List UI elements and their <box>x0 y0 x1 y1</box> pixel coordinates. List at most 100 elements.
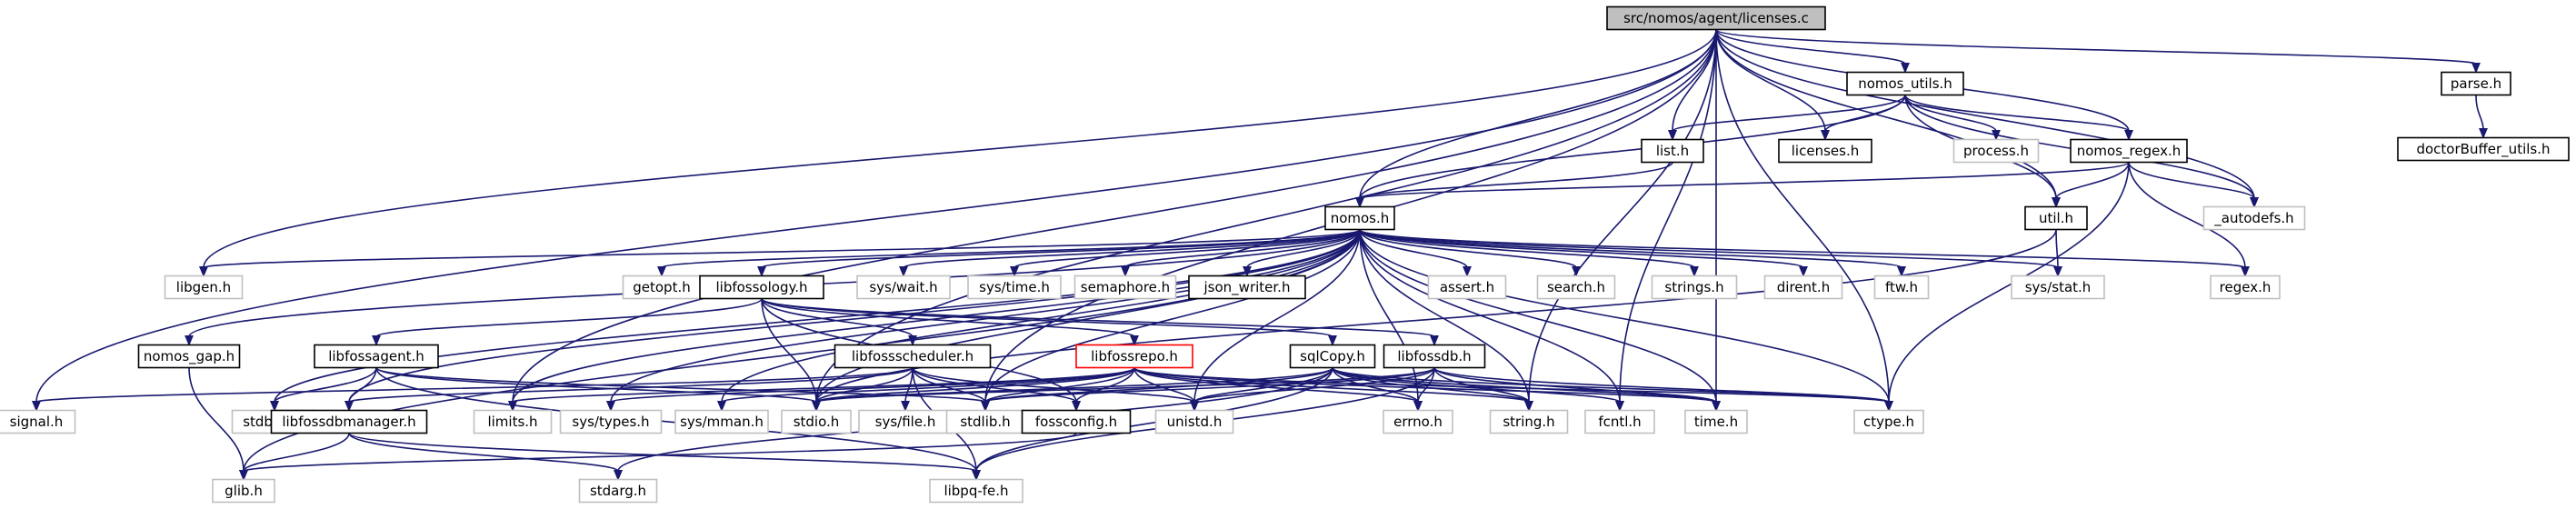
edge-libfossdb_h-to-ctype_h <box>1433 366 1890 404</box>
node-label: util.h <box>2039 210 2073 226</box>
node-label: licenses.h <box>1792 143 1859 159</box>
node-label: process.h <box>1963 143 2029 159</box>
edge-nomos_h-to-errno_h <box>1359 229 1419 403</box>
node-box <box>314 344 439 369</box>
node-label: sys/time.h <box>979 279 1050 295</box>
node-box <box>622 274 702 300</box>
edge-libfossscheduler_h-to-sys_file_h-arrowhead <box>901 401 910 412</box>
edge-fossconfig_h-to-glib_h-arrowhead <box>239 470 248 481</box>
edge-libfossdbmanager_h-to-glib_h <box>243 433 350 472</box>
node-libfossscheduler-h[interactable]: libfossscheduler.h <box>834 344 992 369</box>
edge-libfossrepo_h-to-errno_h <box>1133 366 1419 404</box>
edge-libfossdb_h-to-time_h-arrowhead <box>1712 401 1721 412</box>
edge-nomos_h-to-dirent_h <box>1359 228 1804 269</box>
edge-nomos_h-to-unistd_h <box>1193 229 1361 403</box>
edge-nomos_h-to-semaphore_h-arrowhead <box>1121 266 1130 277</box>
node-box <box>856 274 951 300</box>
edge-nomos_regex_h-to-autodefs_h <box>2128 162 2255 199</box>
edge-nomos_h-to-search_h-arrowhead <box>1572 266 1581 277</box>
edge-nomos_h-to-assert_h <box>1359 229 1468 268</box>
edge-nomos_h-to-ftw_h-arrowhead <box>1897 266 1906 277</box>
node-nomos-regex-h[interactable]: nomos_regex.h <box>2070 138 2188 164</box>
node-parse-h[interactable]: parse.h <box>2441 71 2511 96</box>
edge-licenses_c-to-libgen_h <box>203 29 1717 268</box>
node-libfossology-h[interactable]: libfossology.h <box>699 274 824 300</box>
edge-libfossagent_h-to-stdbool_h-arrowhead <box>270 401 279 412</box>
node-libfossdb-h[interactable]: libfossdb.h <box>1383 344 1486 369</box>
node-box <box>0 409 76 434</box>
node-box <box>834 344 992 369</box>
node-ctype-h: ctype.h <box>1853 409 1924 434</box>
edge-libfossrepo_h-to-sys_types_h <box>610 366 1135 404</box>
edge-licenses_c-to-autodefs_h <box>1715 29 2255 199</box>
node-box <box>781 409 852 434</box>
edge-libfossology_h-to-libfossagent_h-arrowhead <box>372 335 381 346</box>
edge-nomos_h-to-sys_wait_h-arrowhead <box>899 266 908 277</box>
node-box <box>1073 274 1177 300</box>
edge-nomos_utils_h-to-nomos_regex_h-arrowhead <box>2124 130 2133 141</box>
node-libfossdbmanager-h[interactable]: libfossdbmanager.h <box>270 409 428 434</box>
edge-nomos_regex_h-to-autodefs_h-arrowhead <box>2250 197 2259 208</box>
node-libfossagent-h[interactable]: libfossagent.h <box>314 344 439 369</box>
edge-libfossscheduler_h-to-libfossdbmanager_h <box>348 366 914 404</box>
edge-nomos_h-to-string_h <box>1359 229 1530 403</box>
node-box <box>1324 205 1395 231</box>
edge-nomos_h-to-ftw_h <box>1359 228 1902 269</box>
node-label: nomos_gap.h <box>144 348 235 365</box>
node-box <box>2202 205 2306 231</box>
edge-libfossagent_h-to-stdlib_h <box>375 366 986 404</box>
edge-nomos_h-to-time_h <box>1359 229 1717 403</box>
node-nomos-h[interactable]: nomos.h <box>1324 205 1395 231</box>
edge-libfossscheduler_h-to-libfossdbmanager_h-arrowhead <box>344 401 354 412</box>
node-unistd-h: unistd.h <box>1154 409 1234 434</box>
node-search-h: search.h <box>1536 274 1616 300</box>
node-licenses-h[interactable]: licenses.h <box>1778 138 1872 164</box>
node-box <box>1427 274 1507 300</box>
edge-nomos_h-to-json_writer_h <box>1246 229 1361 268</box>
node-label: glib.h <box>225 483 263 499</box>
node-semaphore-h: semaphore.h <box>1073 274 1177 300</box>
node-nomos-gap-h[interactable]: nomos_gap.h <box>137 344 241 369</box>
edge-parse_h-to-doctorBuffer_utils_h-arrowhead <box>2479 128 2488 139</box>
node-licenses-c[interactable]: src/nomos/agent/licenses.c <box>1606 5 1826 31</box>
node-json-writer-h[interactable]: json_writer.h <box>1188 274 1306 300</box>
edge-libfossrepo_h-to-sys_types_h-arrowhead <box>606 401 615 412</box>
edge-libfossology_h-to-sqlCopy_h-arrowhead <box>1328 335 1337 346</box>
node-label: ftw.h <box>1885 279 1918 295</box>
node-sqlCopy-h[interactable]: sqlCopy.h <box>1289 344 1376 369</box>
edge-sqlCopy_h-to-fcntl_h-arrowhead <box>1615 401 1624 412</box>
node-label: dirent.h <box>1777 279 1830 295</box>
edge-nomos_regex_h-to-regex_h <box>2128 162 2246 268</box>
node-label: libfossagent.h <box>328 348 424 364</box>
node-label: stdio.h <box>794 414 840 430</box>
edge-nomos_utils_h-to-nomos_regex_h <box>1904 95 2130 133</box>
node-list-h[interactable]: list.h <box>1641 138 1704 164</box>
edge-nomos_regex_h-to-util_h-arrowhead <box>2052 197 2061 208</box>
node-label: libfossscheduler.h <box>852 348 973 364</box>
node-box <box>164 274 244 300</box>
edge-nomos_h-to-fcntl_h <box>1359 229 1621 403</box>
node-box <box>1606 5 1826 31</box>
edge-libfossagent_h-to-stdio_h <box>375 366 817 404</box>
node-label: fossconfig.h <box>1035 414 1117 430</box>
node-label: strings.h <box>1664 279 1723 295</box>
node-doctorBuffer-utils-h[interactable]: doctorBuffer_utils.h <box>2397 136 2570 162</box>
node-stdlib-h: stdlib.h <box>945 409 1025 434</box>
node-box <box>1536 274 1616 300</box>
node-fossconfig-h[interactable]: fossconfig.h <box>1021 409 1132 434</box>
edge-licenses_c-to-parse_h-arrowhead <box>2471 63 2481 74</box>
node-sys-types-h: sys/types.h <box>559 409 663 434</box>
node-box <box>1075 344 1193 369</box>
node-nomos-utils-h[interactable]: nomos_utils.h <box>1846 71 1964 96</box>
node-util-h[interactable]: util.h <box>2024 205 2088 231</box>
node-strings-h: strings.h <box>1651 274 1738 300</box>
edge-libfossdb_h-to-unistd_h <box>1193 367 1435 404</box>
node-libfossrepo-h[interactable]: libfossrepo.h <box>1075 344 1193 369</box>
edge-libfossdb_h-to-stdlib_h-arrowhead <box>981 401 990 412</box>
edge-nomos_h-to-regex_h-arrowhead <box>2241 266 2250 277</box>
node-sys-stat-h: sys/stat.h <box>2011 274 2105 300</box>
node-fcntl-h: fcntl.h <box>1584 409 1655 434</box>
edge-nomos_utils_h-to-list_h-arrowhead <box>1668 130 1677 141</box>
node-stdarg-h: stdarg.h <box>578 478 658 504</box>
node-sys-mman-h: sys/mman.h <box>674 409 769 434</box>
